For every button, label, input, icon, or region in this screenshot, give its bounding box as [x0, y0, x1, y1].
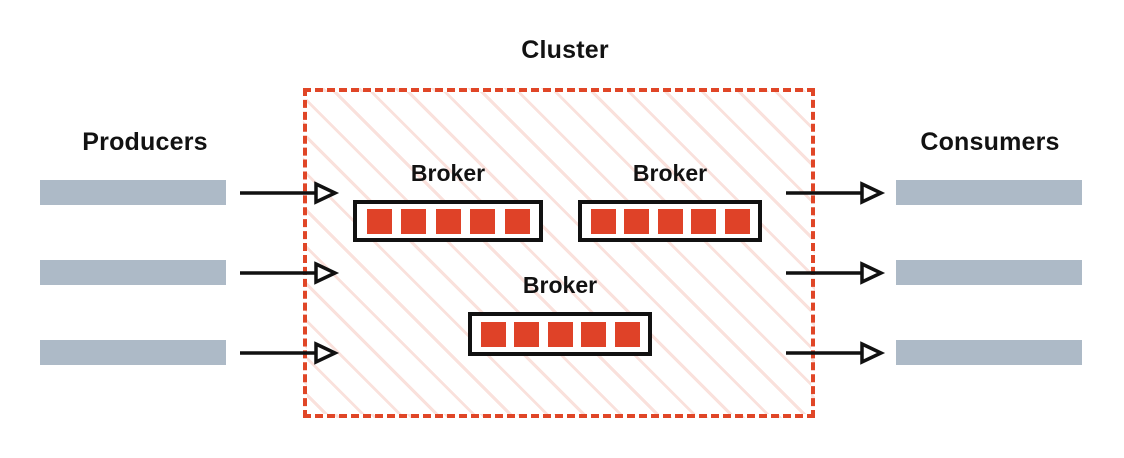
producer-flow-arrow: [240, 181, 340, 205]
broker-partition-container: [578, 200, 762, 242]
producer-bar: [40, 260, 226, 285]
consumer-bar: [896, 260, 1082, 285]
producer-flow-arrow: [240, 341, 340, 365]
broker-label: Broker: [522, 272, 598, 298]
partition-block: [590, 208, 616, 234]
partition-block: [366, 208, 392, 234]
partition-block: [547, 321, 573, 347]
partition-block: [504, 208, 530, 234]
consumers-title: Consumers: [920, 128, 1060, 156]
partition-block: [581, 321, 606, 347]
producer-bar: [40, 180, 226, 205]
partition-block: [724, 208, 750, 234]
partition-block: [624, 208, 649, 234]
partition-block: [435, 208, 461, 234]
partition-block: [614, 321, 640, 347]
consumer-flow-arrow: [786, 261, 886, 285]
consumer-flow-arrow: [786, 181, 886, 205]
cluster-boundary: [303, 88, 815, 418]
partition-block: [470, 208, 495, 234]
broker-node-3: Broker: [468, 272, 652, 356]
broker-label: Broker: [632, 160, 708, 186]
broker-partition-container: [468, 312, 652, 356]
partition-block: [514, 321, 539, 347]
consumer-bar: [896, 340, 1082, 365]
broker-partition-container: [353, 200, 543, 242]
consumer-bar: [896, 180, 1082, 205]
broker-node-2: Broker: [578, 160, 762, 242]
producer-flow-arrow: [240, 261, 340, 285]
producers-title: Producers: [82, 128, 208, 156]
consumer-flow-arrow: [786, 341, 886, 365]
cluster-title: Cluster: [521, 36, 609, 64]
broker-label: Broker: [410, 160, 486, 186]
partition-block: [691, 208, 716, 234]
broker-node-1: Broker: [353, 160, 543, 242]
partition-block: [480, 321, 506, 347]
producer-bar: [40, 340, 226, 365]
partition-block: [657, 208, 683, 234]
partition-block: [401, 208, 426, 234]
